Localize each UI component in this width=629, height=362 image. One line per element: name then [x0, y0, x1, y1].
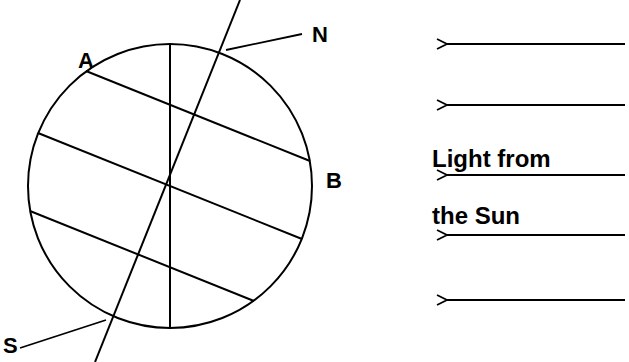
sunlight-label: Light from the Sun: [432, 130, 567, 244]
earth-axis: [95, 0, 240, 362]
leader-line: [226, 34, 302, 50]
pole-label: N: [312, 22, 328, 47]
pole-label: S: [3, 334, 18, 358]
equator-line: [38, 133, 302, 239]
latitude-line: [30, 211, 254, 301]
latitude-line: [86, 71, 310, 161]
point-label: A: [78, 48, 94, 73]
earth-outline: [28, 44, 312, 328]
point-label: B: [326, 168, 342, 193]
leader-line: [20, 320, 106, 348]
